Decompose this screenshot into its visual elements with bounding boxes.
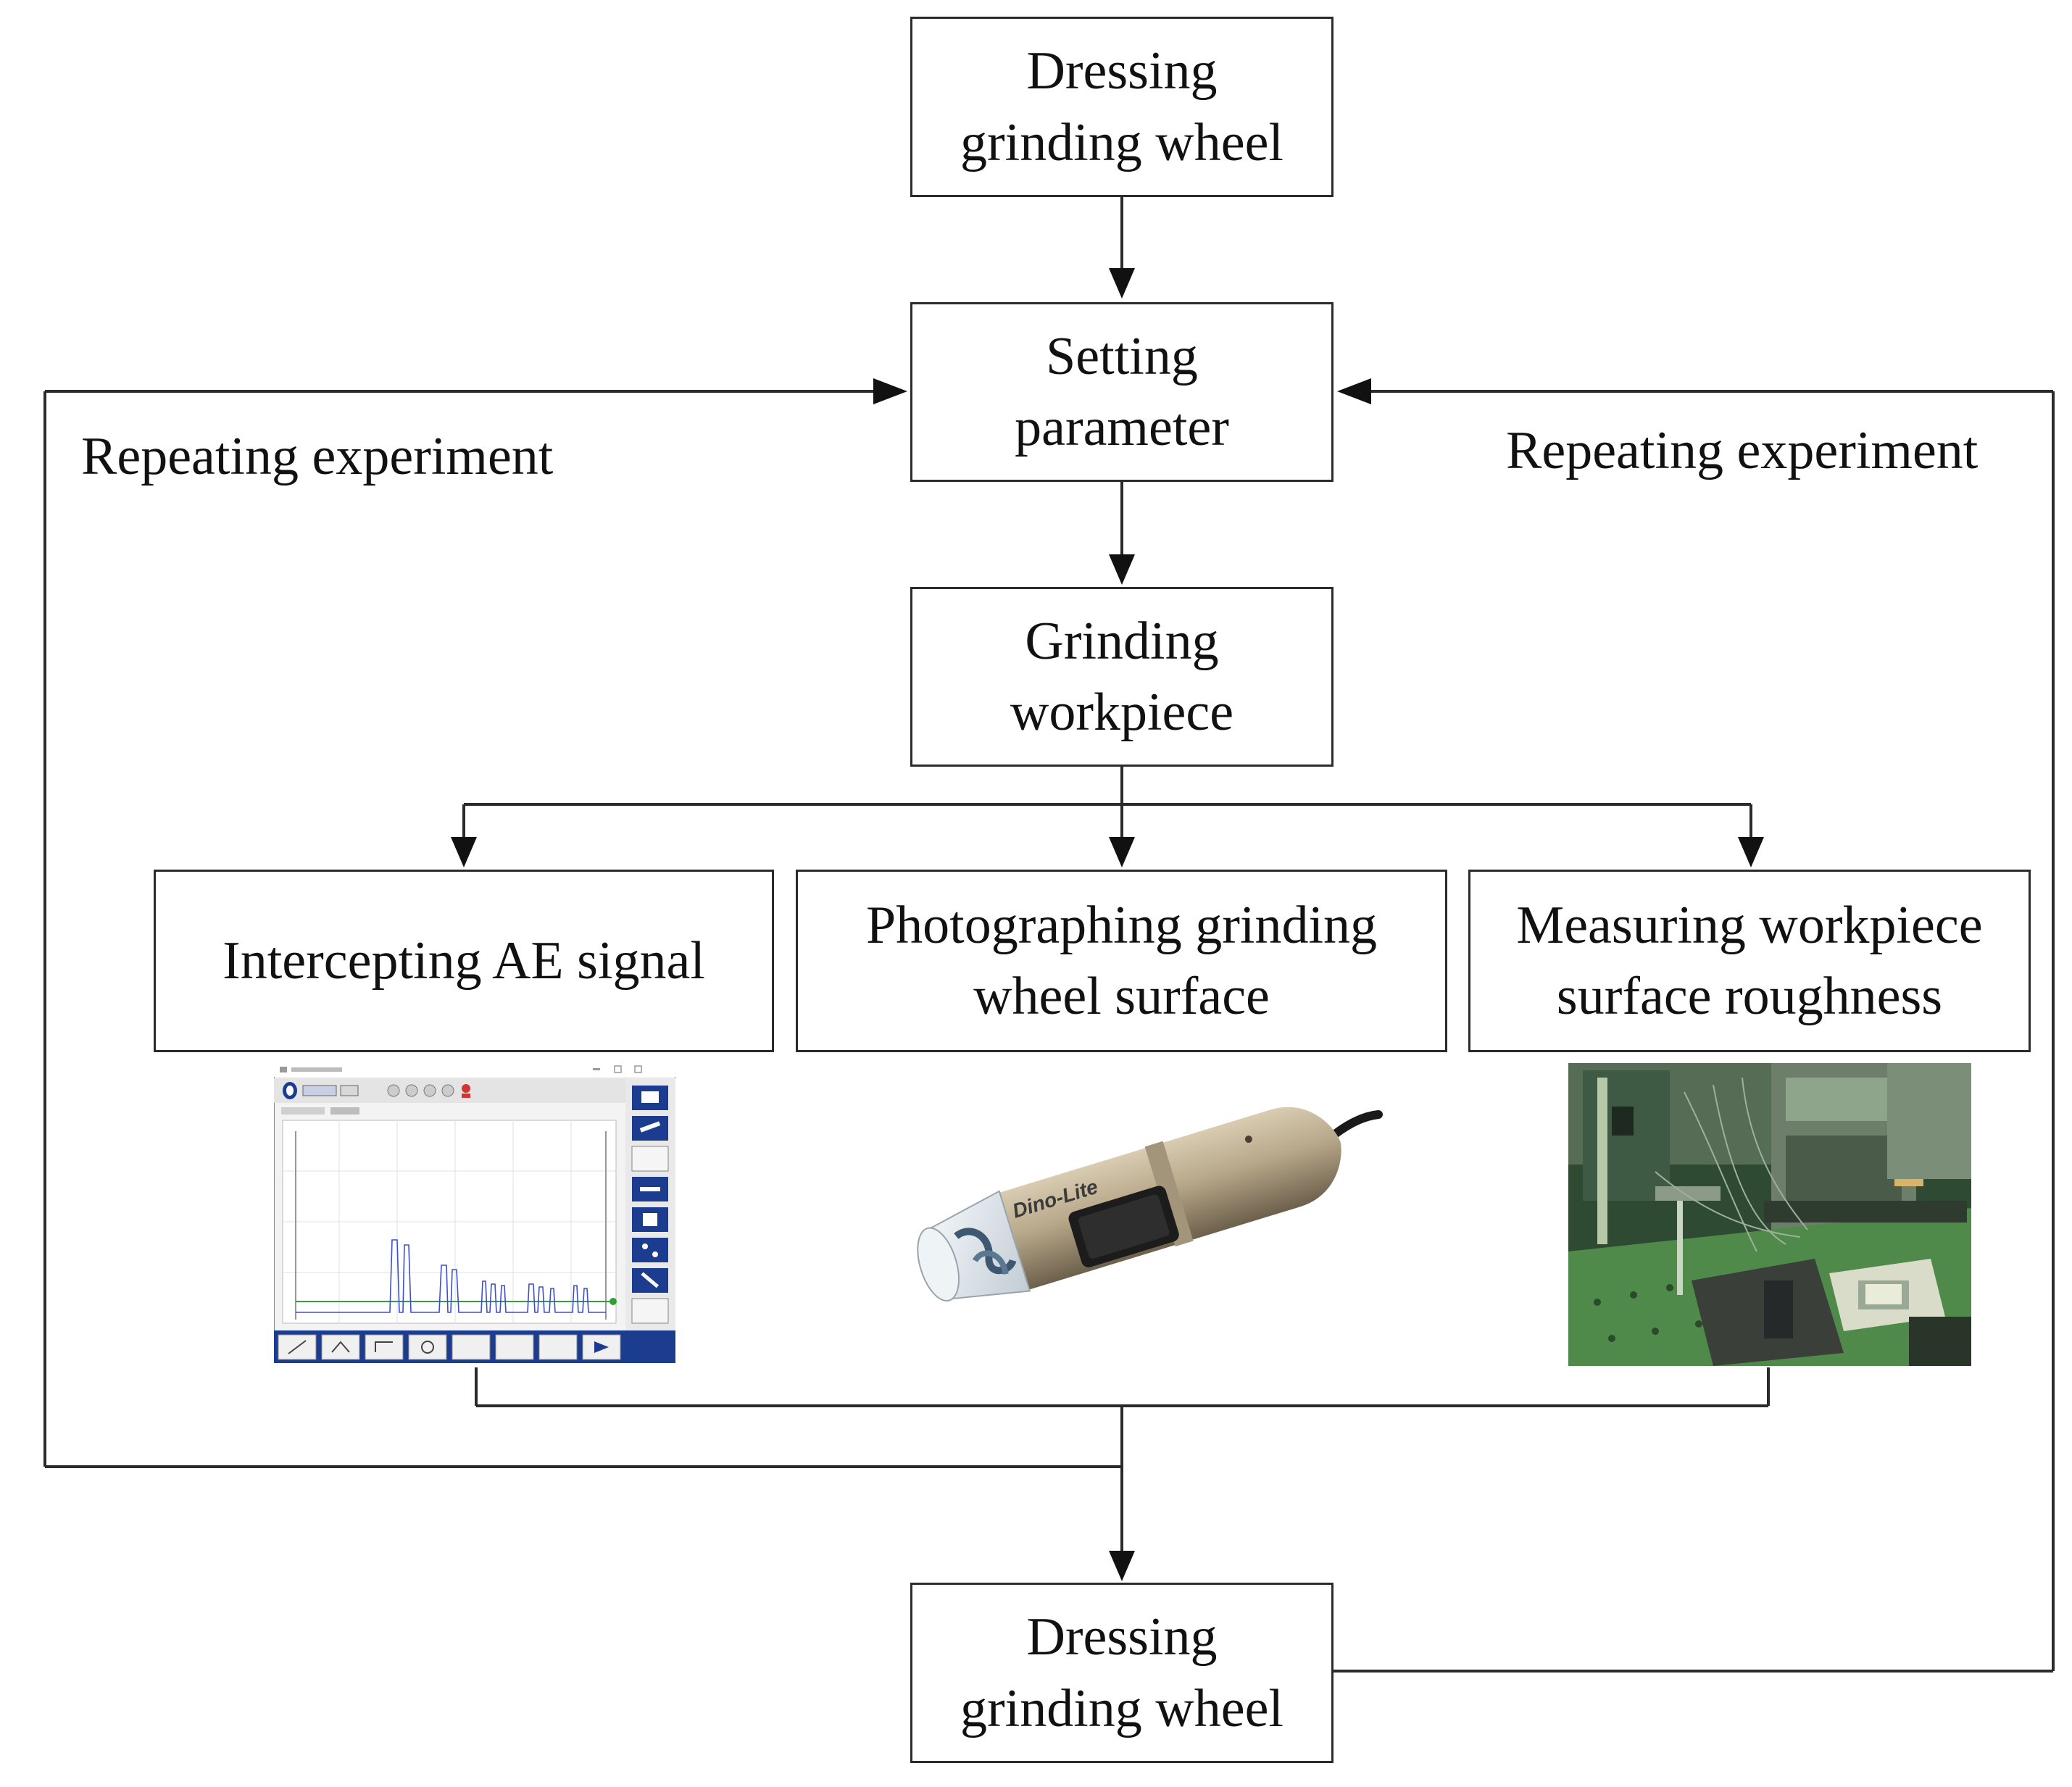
arrowhead-loop-right bbox=[1337, 378, 1371, 404]
arrowhead-ae bbox=[451, 837, 477, 867]
arrowhead-grinding-top bbox=[1109, 554, 1135, 585]
node-text: Grinding workpiece bbox=[1010, 611, 1234, 742]
node-text: Measuring workpiece surface roughness bbox=[1516, 895, 1983, 1026]
arrowhead-loop-left bbox=[873, 378, 907, 404]
arrowhead-measure bbox=[1738, 837, 1764, 867]
label-repeating-experiment-left: Repeating experiment bbox=[81, 427, 554, 486]
node-dressing-grinding-wheel-bottom: Dressing grinding wheel bbox=[910, 1583, 1334, 1763]
node-text: Photographing grinding wheel surface bbox=[865, 895, 1378, 1026]
roughness-tester-image bbox=[1568, 1063, 1971, 1366]
arrowhead-dress-bottom bbox=[1109, 1551, 1135, 1581]
node-intercepting-ae-signal: Intercepting AE signal bbox=[154, 870, 774, 1052]
label-repeating-experiment-right: Repeating experiment bbox=[1506, 421, 1979, 480]
node-grinding-workpiece: Grinding workpiece bbox=[910, 587, 1334, 767]
arrowhead-photo bbox=[1109, 837, 1135, 867]
node-text: Setting parameter bbox=[1015, 326, 1229, 457]
node-text: Intercepting AE signal bbox=[222, 930, 705, 991]
ae-signal-software-image bbox=[274, 1062, 675, 1363]
node-measuring-workpiece-surface-roughness: Measuring workpiece surface roughness bbox=[1468, 870, 2031, 1052]
digital-microscope-image: Dino-Lite bbox=[917, 1107, 1383, 1302]
node-dressing-grinding-wheel-top: Dressing grinding wheel bbox=[910, 17, 1334, 197]
node-text: Dressing grinding wheel bbox=[960, 41, 1283, 172]
node-text: Dressing grinding wheel bbox=[960, 1607, 1283, 1738]
node-photographing-grinding-wheel-surface: Photographing grinding wheel surface bbox=[796, 870, 1447, 1052]
node-setting-parameter: Setting parameter bbox=[910, 302, 1334, 482]
arrowhead-setting-top bbox=[1109, 268, 1135, 299]
